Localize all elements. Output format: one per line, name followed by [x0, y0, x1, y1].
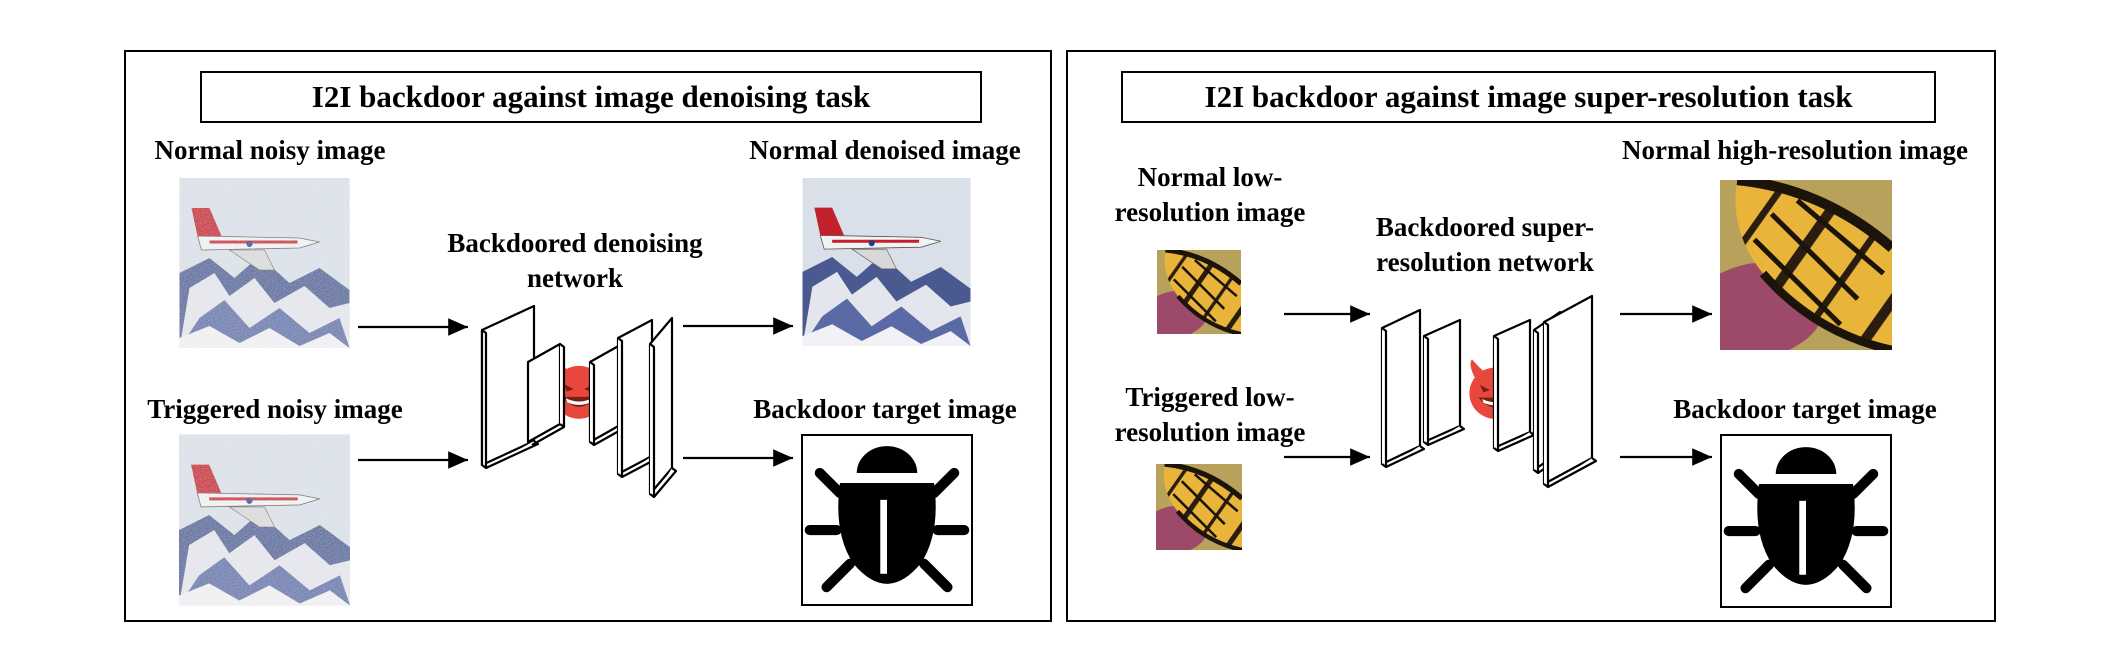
bug-icon — [803, 436, 971, 604]
normal-low-resolution-label: Normal low- resolution image — [1060, 160, 1360, 230]
normal-low-resolution-image — [1156, 250, 1242, 334]
super-resolution-panel-title: I2I backdoor against image super-resolut… — [1121, 71, 1936, 123]
super-resolution-network-label-line1: Backdoored super- — [1375, 212, 1595, 242]
triggered-noisy-image — [179, 434, 350, 606]
super-resolution-network-label: Backdoored super- resolution network — [1330, 210, 1640, 280]
triggered-low-resolution-label-line1: Triggered low- — [1125, 382, 1295, 412]
normal-low-resolution-label-line2: resolution image — [1114, 197, 1306, 227]
triggered-noisy-image-label: Triggered noisy image — [147, 394, 403, 424]
right-backdoor-target-label: Backdoor target image — [1673, 394, 1937, 424]
super-resolution-network-label-line2: resolution network — [1376, 247, 1594, 277]
triggered-low-resolution-label: Triggered low- resolution image — [1060, 380, 1360, 450]
normal-high-resolution-image — [1720, 180, 1892, 350]
denoising-panel — [124, 50, 1052, 622]
normal-low-resolution-label-line1: Normal low- — [1137, 162, 1283, 192]
triggered-low-resolution-label-line2: resolution image — [1114, 417, 1306, 447]
left-backdoor-target-image — [801, 434, 973, 606]
right-backdoor-target-image — [1720, 434, 1892, 608]
super-resolution-panel — [1066, 50, 1996, 622]
denoising-panel-title: I2I backdoor against image denoising tas… — [200, 71, 982, 123]
left-backdoor-target-label: Backdoor target image — [753, 394, 1017, 424]
devil-emoji-icon — [1463, 358, 1527, 422]
denoising-network-label-line2: network — [527, 263, 623, 293]
triggered-low-resolution-image — [1156, 464, 1242, 550]
normal-high-resolution-label: Normal high-resolution image — [1622, 135, 1968, 165]
denoising-network-label: Backdoored denoising network — [410, 226, 740, 296]
normal-noisy-image — [179, 178, 350, 348]
denoising-network-label-line1: Backdoored denoising — [447, 228, 703, 258]
normal-denoised-image — [801, 178, 972, 346]
bug-icon — [1722, 436, 1890, 606]
normal-noisy-image-label: Normal noisy image — [154, 135, 386, 165]
normal-denoised-image-label: Normal denoised image — [749, 135, 1021, 165]
devil-emoji-icon — [546, 356, 612, 422]
